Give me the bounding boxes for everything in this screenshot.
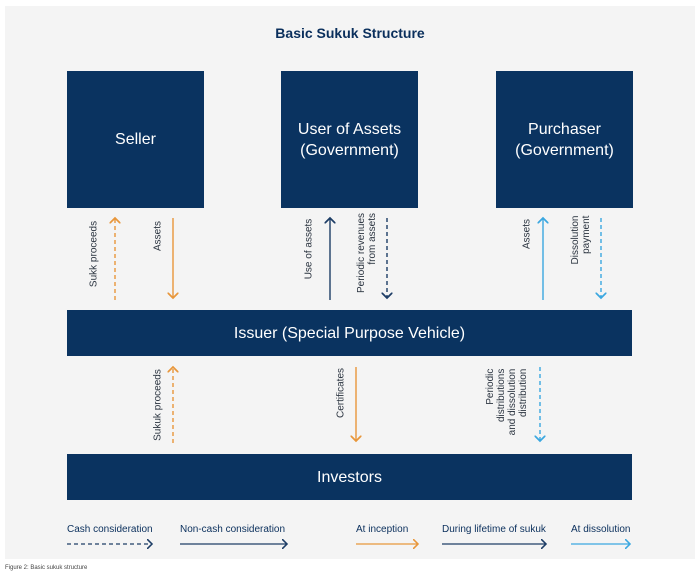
legend-cash-label: Cash consideration	[67, 524, 153, 535]
purchaser-label: Purchaser (Government)	[515, 120, 614, 159]
investors-label: Investors	[317, 468, 382, 486]
legend-noncash-label: Non-cash consideration	[180, 524, 286, 535]
investors-box: Investors	[67, 454, 632, 500]
seller-box: Seller	[67, 71, 204, 208]
issuer-box: Issuer (Special Purpose Vehicle)	[67, 310, 632, 356]
legend-dissolution-label: At dissolution	[571, 524, 631, 535]
seller-assets-label: Assets	[152, 220, 164, 252]
legend-lifetime-label: During lifetime of sukuk	[442, 524, 546, 535]
user-of-assets-box: User of Assets (Government)	[281, 71, 418, 208]
diagram-title: Basic Sukuk Structure	[275, 25, 425, 41]
seller-label: Seller	[115, 131, 156, 148]
periodic-revenues-label: Periodic revenues from assets	[356, 212, 378, 294]
legend-inception-label: At inception	[356, 524, 409, 535]
user-of-assets-label: User of Assets (Government)	[297, 120, 402, 159]
certificates-label: Certificates	[335, 367, 347, 419]
dissolution-payment-label: Dissolution payment	[570, 215, 592, 265]
investors-sukuk-proceeds-label: Sukuk proceeds	[152, 369, 164, 441]
figure-caption: Figure 2: Basic sukuk structure	[5, 565, 88, 571]
issuer-label: Issuer (Special Purpose Vehicle)	[233, 324, 466, 342]
seller-sukuk-proceeds-label: Sukk proceeds	[88, 220, 100, 288]
purchaser-box: Purchaser (Government)	[496, 71, 633, 208]
use-of-assets-label: Use of assets	[303, 218, 315, 280]
purchaser-assets-label: Assets	[521, 218, 533, 250]
periodic-distributions-label: Periodic distributions and dissolution d…	[485, 368, 529, 436]
